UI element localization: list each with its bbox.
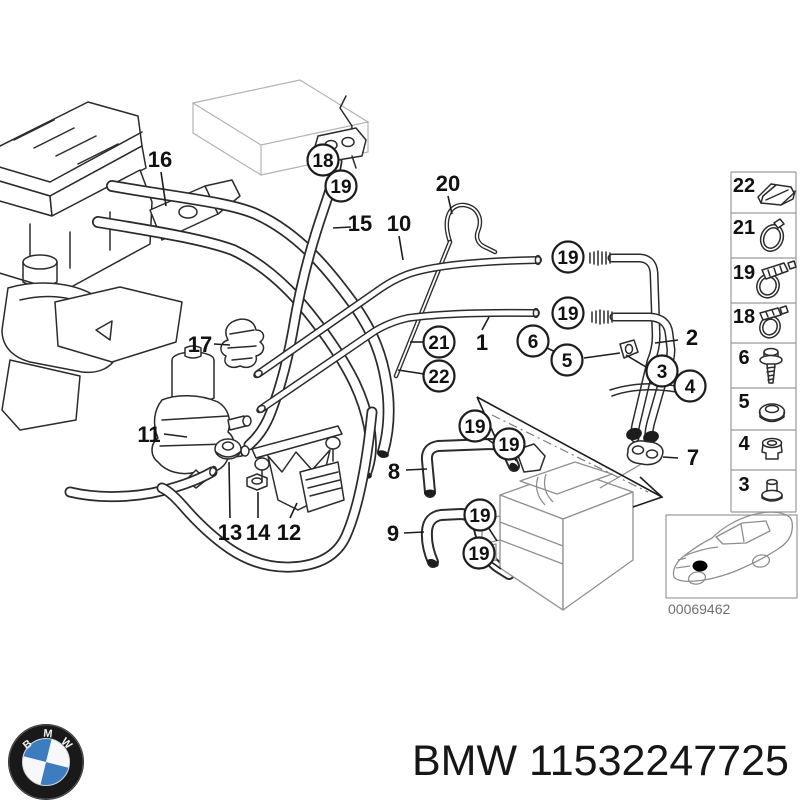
svg-text:6: 6 — [528, 332, 539, 353]
label-20: 20 — [436, 171, 460, 196]
label-17: 17 — [188, 332, 212, 357]
hose-clamp-icon — [759, 305, 789, 339]
label-7: 7 — [687, 445, 699, 470]
sidebar-number-19: 19 — [733, 262, 755, 284]
band-clamp-icon — [757, 183, 796, 206]
part-number-labels: 16 15 10 20 17 11 1 2 7 8 9 13 14 12 — [137, 147, 699, 546]
svg-text:21: 21 — [428, 333, 450, 354]
callout-19-d: 19 — [458, 409, 492, 443]
heater-hose-15 — [243, 156, 343, 451]
label-11: 11 — [137, 422, 160, 447]
sidebar-number-21: 21 — [733, 217, 755, 239]
callout-18: 18 — [306, 143, 340, 177]
svg-text:22: 22 — [428, 367, 449, 388]
label-8: 8 — [388, 459, 400, 484]
svg-text:3: 3 — [657, 362, 668, 383]
bmw-logo: B M W — [8, 724, 84, 800]
svg-text:19: 19 — [330, 177, 351, 198]
screw-icon — [759, 347, 783, 384]
return-hose-lower — [64, 406, 378, 573]
svg-text:5: 5 — [562, 351, 573, 372]
grommet-13 — [214, 438, 242, 460]
pipe-assembly-2 — [589, 250, 677, 446]
label-13: 13 — [218, 520, 242, 545]
svg-text:19: 19 — [469, 506, 490, 527]
callout-19-a: 19 — [324, 169, 358, 203]
label-10: 10 — [387, 211, 411, 236]
svg-text:18: 18 — [312, 151, 333, 172]
ring-clamp-icon — [759, 218, 785, 252]
callout-22: 22 — [422, 359, 456, 393]
bracket-12 — [251, 425, 345, 513]
water-pipe-1 — [256, 307, 540, 414]
callout-19-f: 19 — [463, 498, 497, 532]
sidebar-number-22: 22 — [733, 175, 755, 197]
svg-text:19: 19 — [557, 248, 578, 269]
callout-5: 5 — [550, 343, 584, 377]
diagram-code: 00069462 — [668, 601, 731, 617]
aux-heater-unit — [477, 461, 644, 611]
sidebar-parts-table: 22 21 19 18 6 — [730, 171, 797, 513]
expanding-nut-icon — [761, 437, 783, 460]
callout-19-g: 19 — [462, 536, 496, 570]
svg-text:19: 19 — [468, 544, 489, 565]
callout-6: 6 — [516, 324, 550, 358]
label-1: 1 — [476, 330, 488, 355]
worm-drive-clamp-icon — [756, 260, 797, 299]
svg-text:19: 19 — [557, 304, 578, 325]
sidebar-number-4: 4 — [738, 433, 750, 455]
location-dot — [692, 560, 708, 572]
water-pipe-10 — [253, 254, 542, 379]
logo-letter-m: M — [43, 728, 53, 741]
svg-text:19: 19 — [464, 417, 485, 438]
callout-3: 3 — [645, 354, 679, 388]
grommet-icon — [758, 403, 786, 423]
flange-7 — [626, 440, 664, 466]
label-2: 2 — [686, 325, 698, 350]
sidebar-number-3: 3 — [738, 474, 749, 496]
callout-21: 21 — [422, 325, 456, 359]
label-16: 16 — [148, 147, 172, 172]
clamp-17 — [220, 318, 265, 368]
car-outline — [672, 511, 794, 585]
sidebar-number-6: 6 — [738, 347, 749, 369]
sidebar-number-5: 5 — [738, 391, 749, 413]
part-number-text: BMW 11532247725 — [412, 737, 789, 785]
callout-19-e: 19 — [492, 427, 526, 461]
callouts: 18 19 19 19 21 22 6 5 3 4 19 19 19 19 — [306, 143, 707, 570]
label-14: 14 — [246, 520, 271, 545]
label-12: 12 — [277, 520, 301, 545]
ghost-box — [191, 79, 370, 177]
plug-rivet-icon — [761, 478, 783, 502]
callout-4: 4 — [673, 369, 707, 403]
svg-text:19: 19 — [498, 435, 519, 456]
car-locator-box: 00069462 — [665, 511, 798, 617]
label-9: 9 — [387, 521, 399, 546]
nut-14 — [246, 473, 268, 491]
callout-19-c: 19 — [551, 296, 585, 330]
label-15: 15 — [348, 211, 372, 236]
svg-text:4: 4 — [685, 377, 696, 398]
sidebar-number-18: 18 — [733, 306, 755, 328]
callout-19-b: 19 — [551, 240, 585, 274]
